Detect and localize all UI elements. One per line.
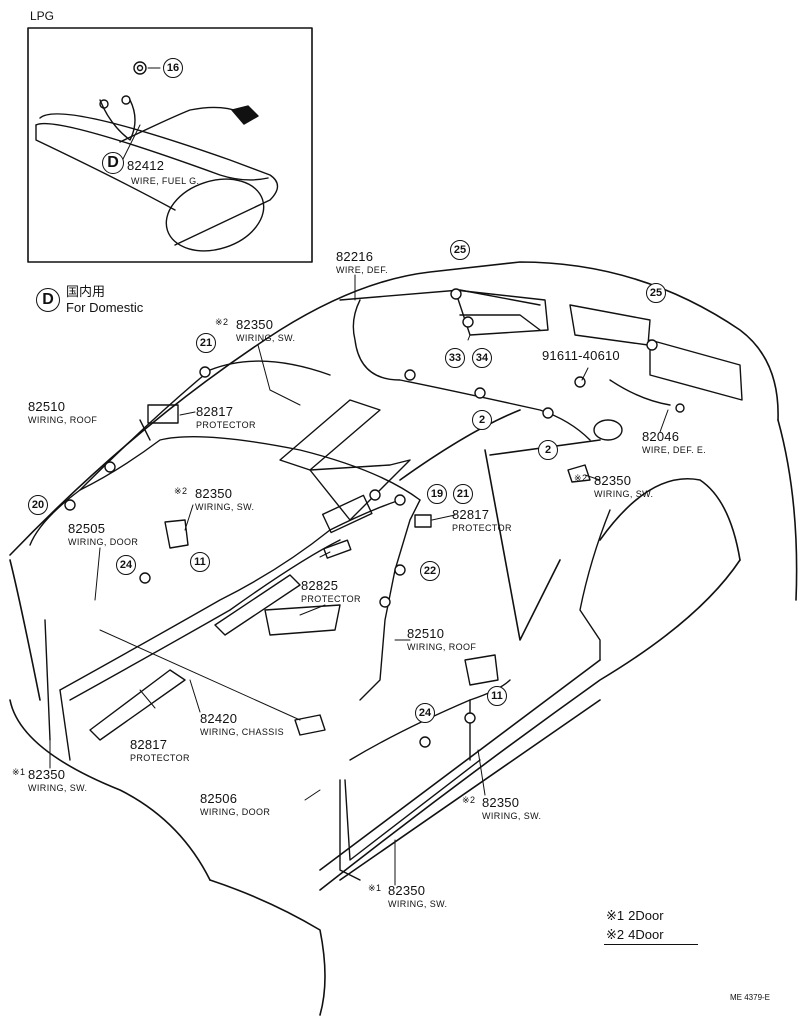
part-name: PROTECTOR bbox=[130, 753, 190, 763]
part-number[interactable]: 82817 bbox=[130, 737, 168, 752]
callout-24[interactable]: 24 bbox=[116, 555, 136, 575]
part-number[interactable]: 82506 bbox=[200, 791, 238, 806]
part-name: WIRING, SW. bbox=[236, 333, 296, 343]
part-name: WIRING, SW. bbox=[594, 489, 654, 499]
callout-21[interactable]: 21 bbox=[453, 484, 473, 504]
callout-33[interactable]: 33 bbox=[445, 348, 465, 368]
leader-lines bbox=[49, 67, 669, 886]
callout-20[interactable]: 20 bbox=[28, 495, 48, 515]
part-name: PROTECTOR bbox=[196, 420, 256, 430]
part-variant-mark: ※1 bbox=[368, 883, 382, 893]
part-name: WIRING, DOOR bbox=[68, 537, 139, 547]
lpg-tank-drawing bbox=[35, 61, 279, 252]
part-number[interactable]: 82420 bbox=[200, 711, 238, 726]
harness-clip-dots bbox=[64, 288, 658, 748]
part-number[interactable]: 82817 bbox=[196, 404, 234, 419]
part-number[interactable]: 82350 bbox=[195, 486, 233, 501]
part-name-82412: WIRE, FUEL G. bbox=[131, 176, 200, 186]
legend-mark: ※1 bbox=[606, 908, 625, 923]
part-name: WIRE, DEF. E. bbox=[642, 445, 707, 455]
part-number[interactable]: 91611-40610 bbox=[542, 348, 620, 363]
part-number[interactable]: 82350 bbox=[28, 767, 66, 782]
part-number-82412[interactable]: 82412 bbox=[127, 158, 165, 173]
inset-title: LPG bbox=[30, 9, 55, 23]
part-name: WIRING, SW. bbox=[28, 783, 88, 793]
drawing-code: ME 4379-E bbox=[730, 993, 771, 1002]
domestic-note-japanese: 国内用 bbox=[66, 284, 106, 299]
part-variant-mark: ※2 bbox=[215, 317, 229, 327]
callout-25[interactable]: 25 bbox=[450, 240, 470, 260]
callout-34[interactable]: 34 bbox=[472, 348, 492, 368]
legend-text: 4Door bbox=[628, 927, 664, 942]
callout-11[interactable]: 11 bbox=[487, 686, 507, 706]
domestic-marker: D bbox=[36, 288, 60, 312]
part-variant-mark: ※2 bbox=[462, 795, 476, 805]
callout-2[interactable]: 2 bbox=[472, 410, 492, 430]
part-name: WIRING, ROOF bbox=[28, 415, 98, 425]
wiring-harness-lines bbox=[29, 289, 671, 881]
callout-24[interactable]: 24 bbox=[415, 703, 435, 723]
callout-21[interactable]: 21 bbox=[196, 333, 216, 353]
car-body-outline bbox=[9, 261, 798, 1016]
part-name: WIRING, DOOR bbox=[200, 807, 271, 817]
part-number[interactable]: 82510 bbox=[407, 626, 445, 641]
legend-underline bbox=[604, 944, 698, 946]
domestic-note-english: For Domestic bbox=[66, 300, 144, 315]
part-name: WIRING, SW. bbox=[388, 899, 448, 909]
part-number[interactable]: 82350 bbox=[482, 795, 520, 810]
part-number[interactable]: 82350 bbox=[388, 883, 426, 898]
interior-parts bbox=[89, 376, 685, 741]
part-variant-mark: ※2 bbox=[174, 486, 188, 496]
callout-2[interactable]: 2 bbox=[538, 440, 558, 460]
part-number[interactable]: 82350 bbox=[236, 317, 274, 332]
part-name: WIRING, ROOF bbox=[407, 642, 477, 652]
part-number[interactable]: 82216 bbox=[336, 249, 374, 264]
part-number[interactable]: 82817 bbox=[452, 507, 490, 522]
part-name: PROTECTOR bbox=[452, 523, 512, 533]
part-name: WIRING, SW. bbox=[195, 502, 255, 512]
legend-mark: ※2 bbox=[606, 927, 625, 942]
part-number[interactable]: 82505 bbox=[68, 521, 106, 536]
part-name: WIRE, DEF. bbox=[336, 265, 389, 275]
part-variant-mark: ※2 bbox=[574, 473, 588, 483]
part-name: WIRING, CHASSIS bbox=[200, 727, 285, 737]
part-number[interactable]: 82046 bbox=[642, 429, 680, 444]
part-variant-mark: ※1 bbox=[12, 767, 26, 777]
part-number[interactable]: 82825 bbox=[301, 578, 339, 593]
callout-11[interactable]: 11 bbox=[190, 552, 210, 572]
part-number[interactable]: 82350 bbox=[594, 473, 632, 488]
callout-16[interactable]: 16 bbox=[163, 58, 183, 78]
callout-19[interactable]: 19 bbox=[427, 484, 447, 504]
callout-25[interactable]: 25 bbox=[646, 283, 666, 303]
part-name: PROTECTOR bbox=[301, 594, 361, 604]
rear-components bbox=[454, 289, 743, 401]
inset-domestic-marker: D bbox=[102, 152, 124, 174]
part-number[interactable]: 82510 bbox=[28, 399, 66, 414]
callout-22[interactable]: 22 bbox=[420, 561, 440, 581]
legend-text: 2Door bbox=[628, 908, 664, 923]
inset-frame bbox=[27, 27, 313, 263]
part-name: WIRING, SW. bbox=[482, 811, 542, 821]
